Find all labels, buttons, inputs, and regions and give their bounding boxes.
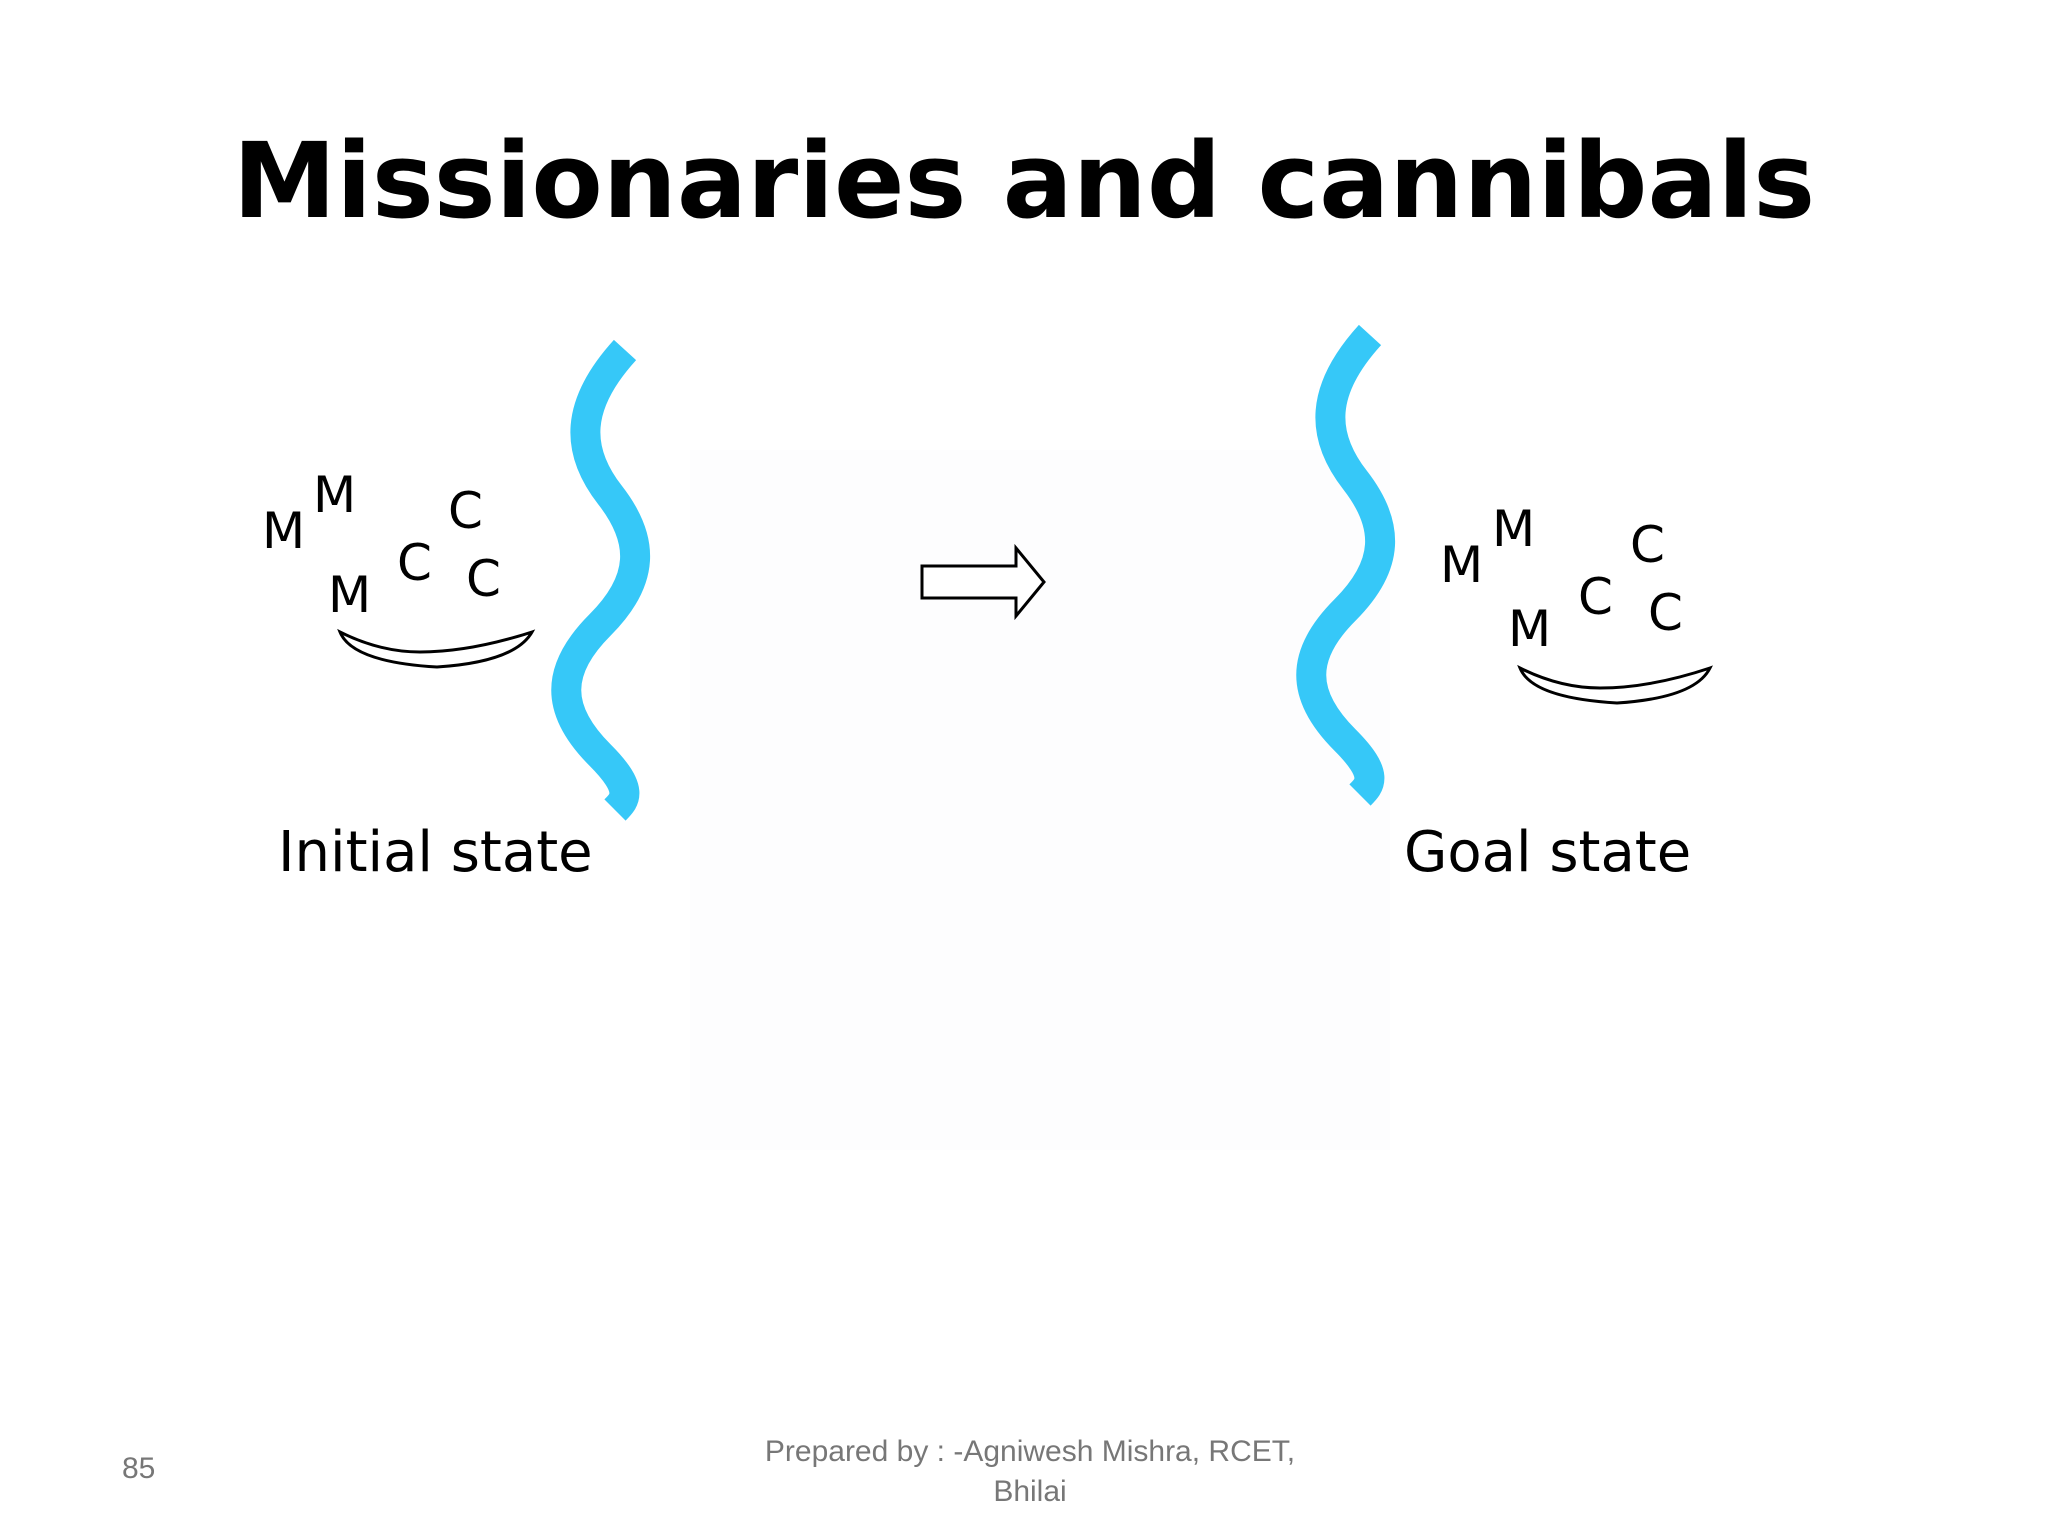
initial-state-label: Initial state [278, 820, 593, 885]
missionary-1: M [262, 502, 305, 560]
slide-title: Missionaries and cannibals [232, 120, 1816, 242]
footer-line-1: Prepared by : -Agniwesh Mishra, RCET, [764, 1435, 1296, 1468]
page-number: 85 [122, 1452, 156, 1485]
cannibal-1: C [1630, 516, 1665, 574]
cannibal-3: C [466, 550, 501, 608]
missionary-2: M [313, 466, 356, 524]
footer-line-2: Bhilai [993, 1475, 1067, 1508]
missionary-3: M [328, 566, 371, 624]
missionary-2: M [1492, 500, 1535, 558]
boat-icon [1517, 664, 1713, 705]
cannibal-2: C [1578, 568, 1613, 626]
cannibal-3: C [1648, 584, 1683, 642]
goal-state-diagram: M M M C C C [1296, 324, 1713, 806]
right-arrow-icon [920, 543, 1046, 621]
initial-state-diagram: M M M C C C [262, 339, 651, 821]
river-icon [1296, 324, 1396, 806]
cannibal-2: C [397, 534, 432, 592]
boat-icon [337, 628, 536, 669]
footer-credit: Prepared by : -Agniwesh Mishra, RCET, Bh… [740, 1432, 1320, 1512]
background-panel [690, 450, 1390, 1150]
goal-state-label: Goal state [1404, 820, 1692, 885]
river-icon [551, 339, 651, 821]
cannibal-1: C [448, 482, 483, 540]
missionary-3: M [1508, 600, 1551, 658]
missionary-1: M [1440, 536, 1483, 594]
